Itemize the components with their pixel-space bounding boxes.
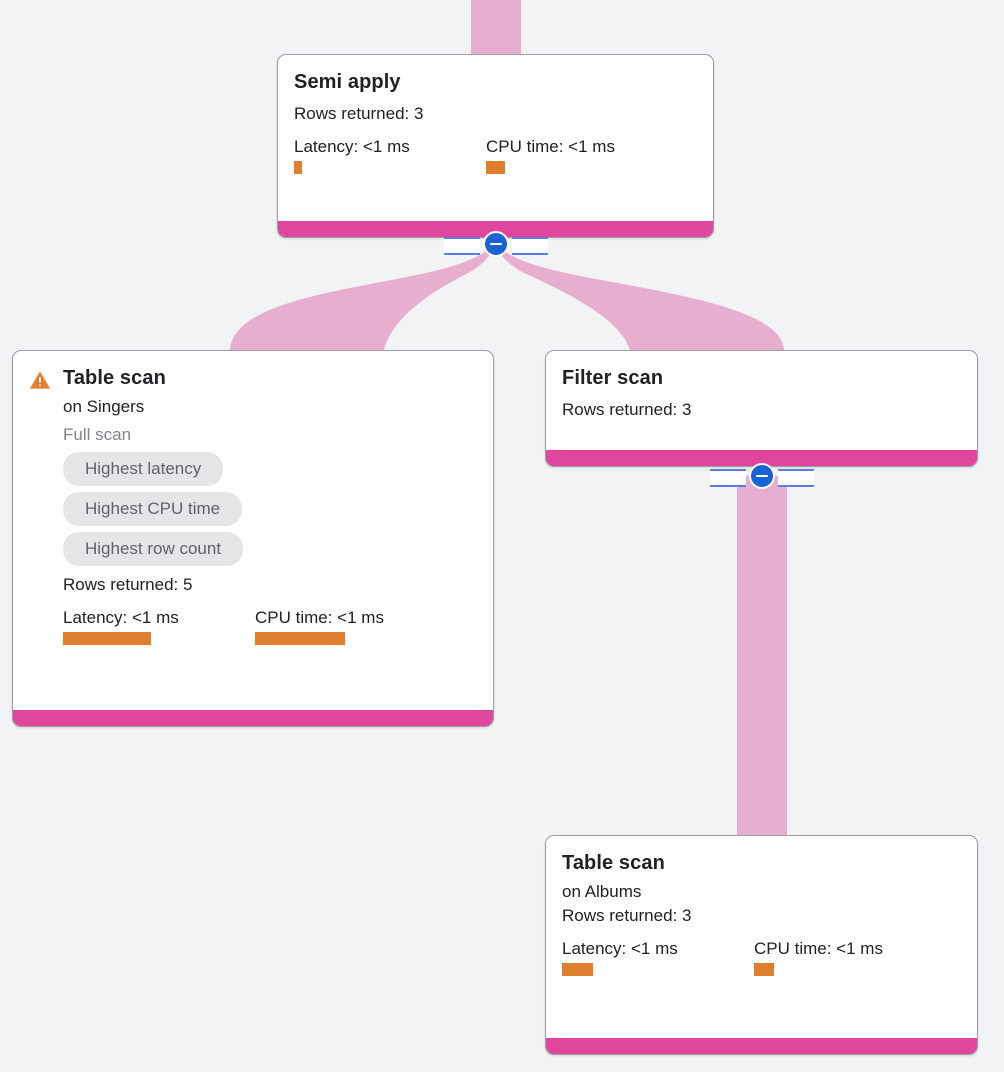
metric-cpu-time-label: CPU time: <1 ms [754, 939, 883, 958]
node-subtitle: on Singers [63, 397, 145, 416]
metric-latency: Latency: <1 ms [294, 136, 486, 174]
node-table-scan-albums-body: Table scan on Albums Rows returned: 3 La… [546, 836, 977, 1038]
node-semi-apply-body: Semi apply Rows returned: 3 Latency: <1 … [278, 55, 713, 221]
metric-cpu-time: CPU time: <1 ms [754, 938, 883, 976]
edge-semi-apply-to-filter-scan [495, 244, 784, 350]
metric-latency-bar [63, 632, 151, 645]
node-title: Table scan [63, 367, 166, 389]
metric-cpu-time-label: CPU time: <1 ms [255, 608, 384, 627]
rows-returned-label: Rows returned: 3 [294, 104, 424, 123]
chip-highest-row-count: Highest row count [63, 532, 244, 566]
metric-cpu-time-bar [754, 963, 774, 976]
handle-rail-right [778, 469, 814, 487]
rows-returned-label: Rows returned: 3 [562, 906, 692, 925]
node-filter-scan-body: Filter scan Rows returned: 3 [546, 351, 977, 450]
node-semi-apply[interactable]: Semi apply Rows returned: 3 Latency: <1 … [277, 54, 714, 238]
metric-latency-bar [294, 161, 302, 174]
chip-highest-cpu-time: Highest CPU time [63, 492, 243, 526]
node-table-scan-albums[interactable]: Table scan on Albums Rows returned: 3 La… [545, 835, 978, 1055]
node-table-scan-singers-header: Table scan on Singers Full scan Highest … [29, 365, 477, 645]
node-filter-scan-header: Filter scan [562, 365, 961, 391]
minus-icon[interactable] [749, 463, 775, 489]
node-table-scan-singers-body: Table scan on Singers Full scan Highest … [13, 351, 493, 710]
metric-cpu-time-label: CPU time: <1 ms [486, 137, 615, 156]
node-metrics: Latency: <1 ms CPU time: <1 ms [294, 136, 697, 174]
edge-filter-scan-to-table-scan-albums [737, 476, 787, 842]
handle-rail-right [512, 237, 548, 255]
rows-returned-label: Rows returned: 5 [63, 575, 193, 594]
node-table-scan-albums-header: Table scan [562, 850, 961, 876]
collapse-handle-semi-apply[interactable] [444, 231, 548, 257]
node-subtitle: on Albums [562, 882, 642, 901]
warning-triangle-icon [29, 371, 51, 389]
metric-latency-bar [562, 963, 593, 976]
node-accent-bar [278, 221, 713, 237]
collapse-handle-filter-scan[interactable] [710, 463, 814, 489]
node-accent-bar [546, 450, 977, 466]
metric-cpu-time-bar [255, 632, 345, 645]
node-filter-scan[interactable]: Filter scan Rows returned: 3 [545, 350, 978, 467]
minus-glyph [756, 474, 768, 478]
node-semi-apply-header: Semi apply [294, 69, 697, 95]
minus-icon[interactable] [483, 231, 509, 257]
metric-cpu-time-bar [486, 161, 505, 174]
chip-highest-latency: Highest latency [63, 452, 224, 486]
handle-rail-left [444, 237, 480, 255]
metric-latency-label: Latency: <1 ms [562, 939, 678, 958]
metric-latency: Latency: <1 ms [63, 607, 255, 645]
minus-glyph [490, 242, 502, 246]
metric-cpu-time: CPU time: <1 ms [486, 136, 615, 174]
node-scan-type: Full scan [63, 425, 132, 444]
node-title: Filter scan [562, 367, 664, 389]
edge-semi-apply-to-table-scan-singers [230, 244, 495, 350]
node-title: Table scan [562, 852, 665, 874]
metric-cpu-time: CPU time: <1 ms [255, 607, 384, 645]
rows-returned-label: Rows returned: 3 [562, 400, 692, 419]
metric-latency-label: Latency: <1 ms [294, 137, 410, 156]
node-table-scan-singers-heading: Table scan on Singers Full scan Highest … [63, 365, 384, 645]
node-title: Semi apply [294, 71, 401, 93]
node-table-scan-singers[interactable]: Table scan on Singers Full scan Highest … [12, 350, 494, 727]
metric-latency-label: Latency: <1 ms [63, 608, 179, 627]
node-accent-bar [13, 710, 493, 726]
edge-root-to-semi-apply [471, 0, 521, 56]
handle-rail-left [710, 469, 746, 487]
metric-latency: Latency: <1 ms [562, 938, 754, 976]
node-metrics: Latency: <1 ms CPU time: <1 ms [562, 938, 961, 976]
node-accent-bar [546, 1038, 977, 1054]
node-chip-list: Highest latency Highest CPU time Highest… [63, 452, 384, 566]
node-metrics: Latency: <1 ms CPU time: <1 ms [63, 607, 384, 645]
